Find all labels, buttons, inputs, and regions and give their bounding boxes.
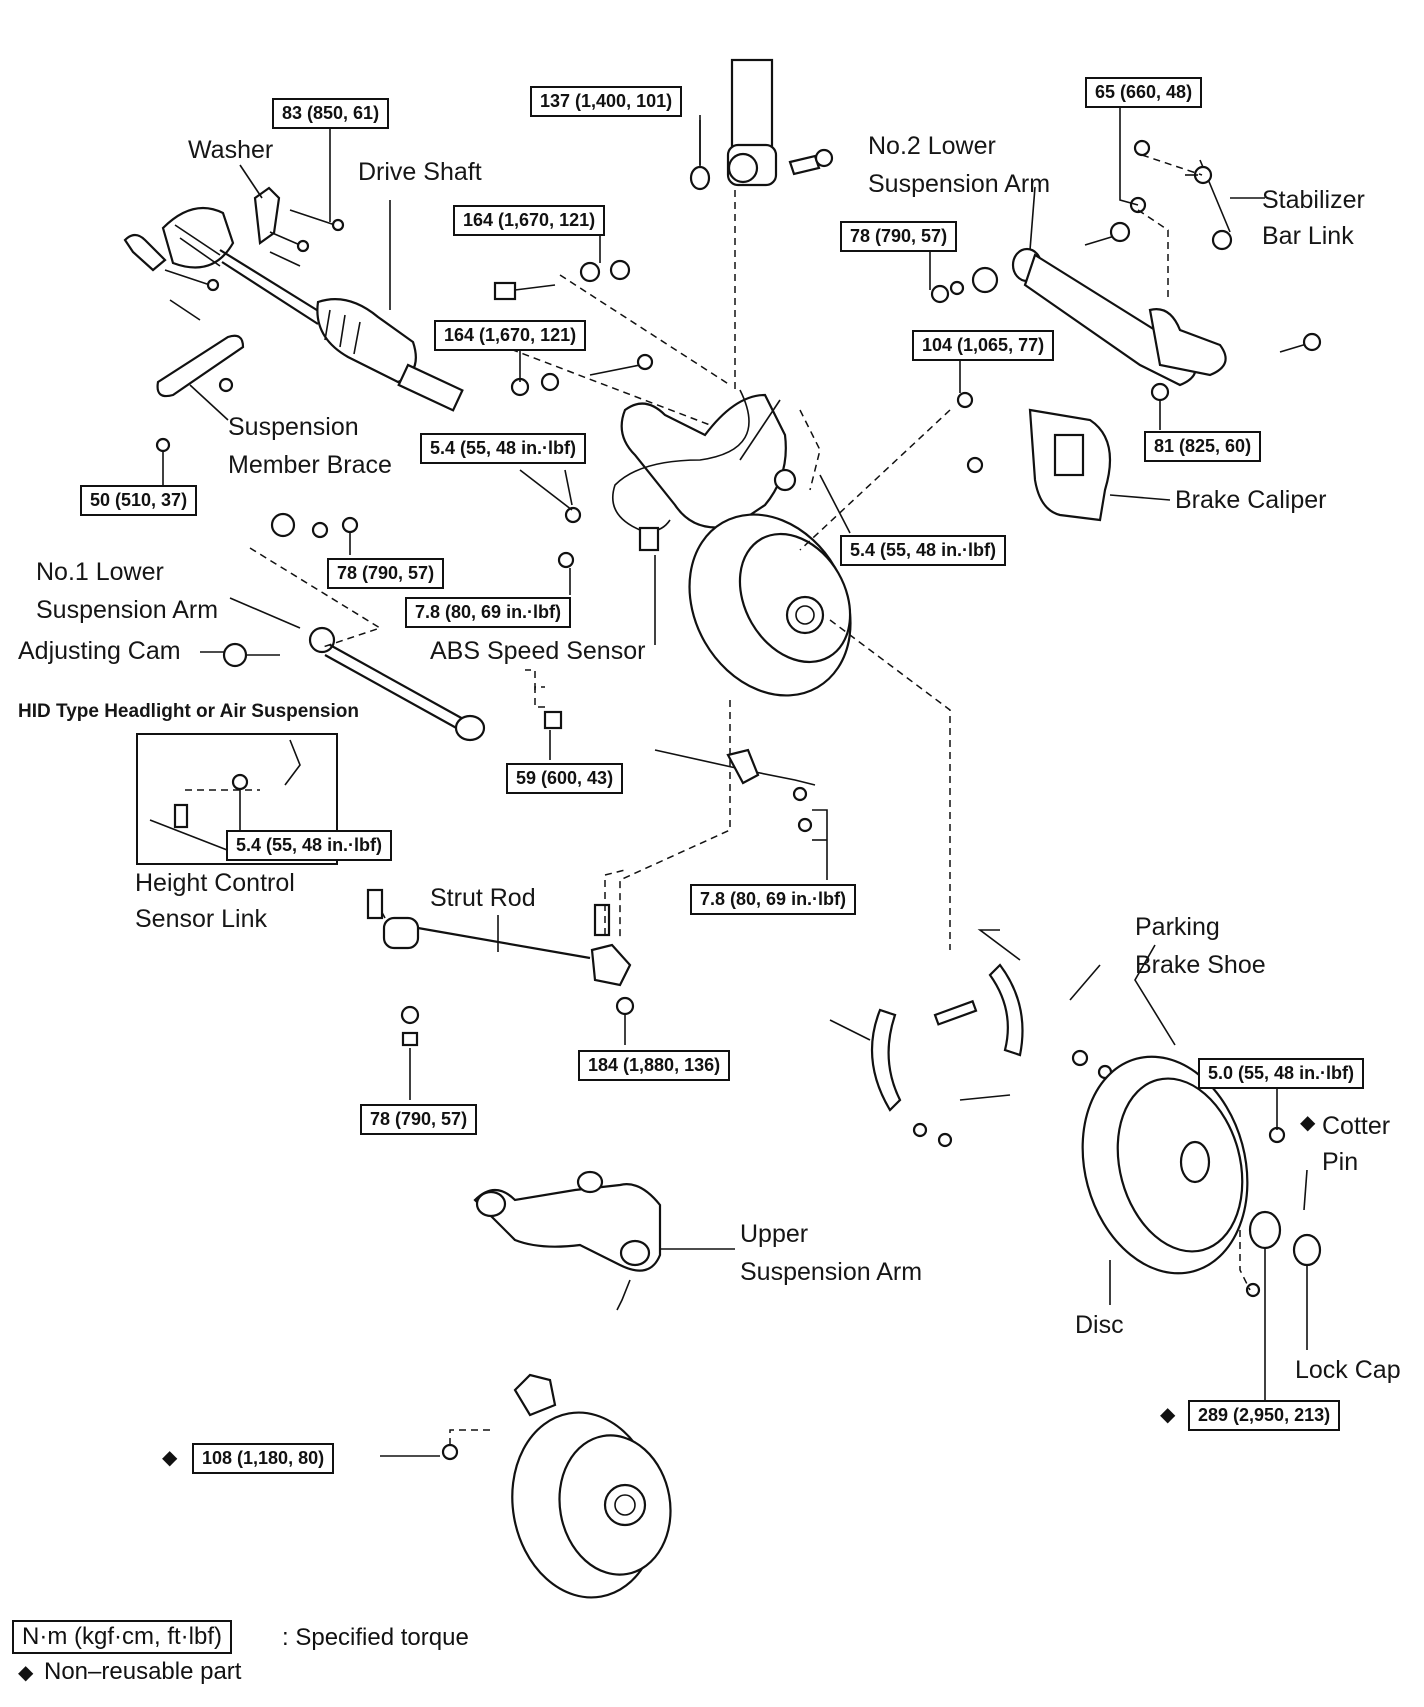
torque-box-50: 50 (510, 37) <box>80 485 198 516</box>
torque-box-81: 81 (825, 60) <box>1144 431 1262 462</box>
torque-box-5-4-hid: 5.4 (55, 48 in.·lbf) <box>226 830 393 861</box>
label-upper-suspension-arm: Upper Suspension Arm <box>740 1220 923 1286</box>
torque-box-104: 104 (1,065, 77) <box>912 330 1055 361</box>
abs-sensor-body <box>638 526 660 552</box>
label-cotter-pin: Cotter Pin <box>1322 1112 1391 1176</box>
torque-box-164-lower: 164 (1,670, 121) <box>434 320 587 351</box>
label-drive-shaft: Drive Shaft <box>358 158 482 186</box>
label-disc: Disc <box>1075 1311 1124 1339</box>
hid-inset <box>136 733 338 865</box>
torque-box-5-0: 5.0 (55, 48 in.·lbf) <box>1198 1058 1365 1089</box>
torque-box-108: 108 (1,180, 80) <box>192 1443 335 1474</box>
legend-unit-box: N·m (kgf·cm, ft·lbf) <box>12 1620 232 1654</box>
torque-box-78-top: 78 (790, 57) <box>840 221 958 252</box>
shock-absorber <box>689 58 834 191</box>
front-hub-knuckle <box>441 1373 672 1599</box>
brake-caliper-art <box>956 391 1112 522</box>
stabilizer-link-art <box>1129 139 1233 251</box>
torque-box-78-mid: 78 (790, 57) <box>327 558 445 589</box>
label-suspension-member-brace: Suspension Member Brace <box>228 413 392 479</box>
suspension-member-brace-art <box>155 334 245 453</box>
label-strut-rod: Strut Rod <box>430 884 536 912</box>
label-lock-cap: Lock Cap <box>1295 1356 1401 1384</box>
torque-box-289: 289 (2,950, 213) <box>1188 1400 1341 1431</box>
label-height-control-sensor-link: Height Control Sensor Link <box>135 869 295 933</box>
legend-nonreusable-text: Non–reusable part <box>44 1658 242 1685</box>
torque-box-137: 137 (1,400, 101) <box>530 86 683 117</box>
label-stabilizer-bar-link: Stabilizer Bar Link <box>1262 186 1365 250</box>
label-brake-caliper: Brake Caliper <box>1175 486 1327 514</box>
nonreusable-mark-289: ◆ <box>1160 1404 1176 1426</box>
label-no2-lower-suspension-arm: No.2 Lower Suspension Arm <box>868 132 1051 198</box>
nonreusable-mark-cotter-pin: ◆ <box>1300 1112 1316 1134</box>
washer-bolts <box>123 186 345 321</box>
rear-disc-art <box>1081 1055 1322 1298</box>
label-abs-speed-sensor: ABS Speed Sensor <box>430 637 646 665</box>
nonreusable-mark-108: ◆ <box>162 1447 178 1469</box>
torque-box-164-upper: 164 (1,670, 121) <box>453 205 606 236</box>
legend-diamond: ◆ <box>18 1662 34 1684</box>
label-adjusting-cam: Adjusting Cam <box>18 637 181 665</box>
no2-lower-arm-art <box>930 221 1322 402</box>
torque-box-5-4-knuckle: 5.4 (55, 48 in.·lbf) <box>840 535 1007 566</box>
legend-unit-text: : Specified torque <box>282 1624 469 1651</box>
center-bolts <box>493 259 654 569</box>
label-washer: Washer <box>188 136 274 164</box>
label-hid-type-note: HID Type Headlight or Air Suspension <box>18 701 359 722</box>
torque-box-83: 83 (850, 61) <box>272 98 390 129</box>
torque-box-7-8-cable: 7.8 (80, 69 in.·lbf) <box>690 884 857 915</box>
upper-arm-art <box>473 1170 662 1311</box>
torque-box-65: 65 (660, 48) <box>1085 77 1203 108</box>
label-no1-lower-suspension-arm: No.1 Lower Suspension Arm <box>36 558 219 624</box>
steering-knuckle <box>620 393 797 529</box>
parking-brake-shoe-art <box>829 963 1113 1148</box>
drive-shaft <box>161 206 464 412</box>
parking-brake-cable <box>654 749 816 786</box>
torque-box-59: 59 (600, 43) <box>506 763 624 794</box>
torque-box-7-8-sensor: 7.8 (80, 69 in.·lbf) <box>405 597 572 628</box>
torque-box-5-4-abs: 5.4 (55, 48 in.·lbf) <box>420 433 587 464</box>
torque-box-78-bottom: 78 (790, 57) <box>360 1104 478 1135</box>
brake-disc-hub <box>688 513 852 697</box>
torque-box-184: 184 (1,880, 136) <box>578 1050 731 1081</box>
label-parking-brake-shoe: Parking Brake Shoe <box>1135 913 1266 979</box>
strut-rod-art <box>366 888 635 1047</box>
